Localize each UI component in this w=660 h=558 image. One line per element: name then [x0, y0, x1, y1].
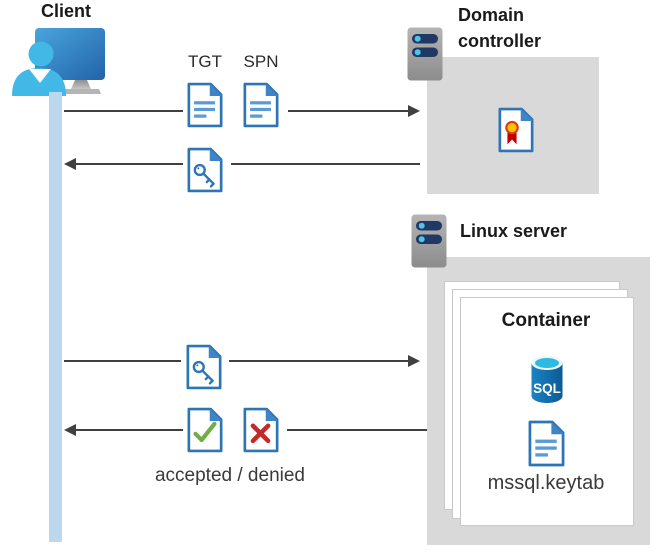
sql-database-icon: SQL: [530, 354, 564, 405]
result-label: accepted / denied: [154, 465, 305, 486]
arrow-result-head-icon: [64, 424, 76, 436]
arrow-result-line-right: [287, 429, 427, 431]
tgt-document-icon: [186, 82, 224, 128]
arrow-ticket-return-line-left: [76, 163, 183, 165]
linux-server-label: Linux server: [460, 221, 568, 241]
denied-document-icon: [242, 407, 280, 453]
arrow-tgt-request-line-left: [64, 110, 183, 112]
container-paper-front: [460, 297, 634, 526]
domain-controller-server-icon: [407, 27, 443, 81]
client-icon: [6, 26, 108, 98]
keytab-label: mssql.keytab: [487, 472, 605, 494]
arrow-result-line-left: [76, 429, 183, 431]
domain-controller-label: Domain controller: [458, 5, 542, 51]
arrow-tgt-request-head-icon: [408, 105, 420, 117]
arrow-ticket-return-line-right: [231, 163, 420, 165]
client-label: Client: [40, 1, 91, 21]
key-ticket-document-icon: [186, 147, 224, 193]
certificate-document-icon: [497, 106, 535, 154]
arrow-key-send-head-icon: [408, 355, 420, 367]
keytab-document-icon: [527, 419, 566, 468]
container-label: Container: [501, 310, 591, 331]
client-timeline-bar: [49, 92, 62, 542]
sql-badge-text: SQL: [533, 381, 561, 396]
arrow-tgt-request-line-right: [288, 110, 408, 112]
arrow-key-send-line-right: [229, 360, 408, 362]
linux-server-server-icon: [411, 214, 447, 268]
spn-label: SPN: [243, 52, 279, 71]
accepted-document-icon: [186, 407, 224, 453]
arrow-key-send-line-left: [64, 360, 181, 362]
tgt-label: TGT: [188, 52, 222, 71]
key-send-document-icon: [185, 344, 223, 390]
arrow-ticket-return-head-icon: [64, 158, 76, 170]
spn-document-icon: [242, 82, 280, 128]
